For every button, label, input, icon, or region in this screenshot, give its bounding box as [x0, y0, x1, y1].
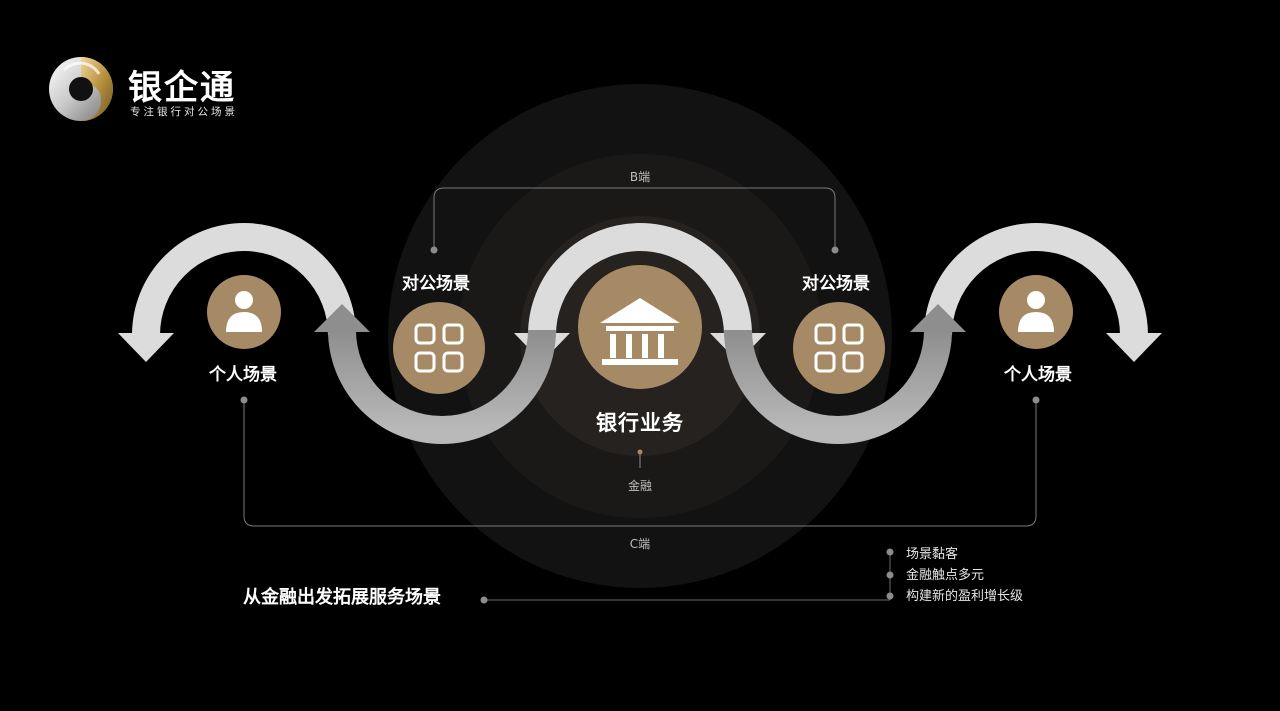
- benefit-item: 金融触点多元: [906, 568, 985, 583]
- footer-headline: 从金融出发拓展服务场景: [243, 587, 441, 608]
- upper-arrow-left: [118, 223, 356, 362]
- footer-connector: [480, 548, 894, 604]
- brand-block: 银企通 专注银行对公场景: [48, 54, 308, 124]
- c-end-connector: [240, 396, 1040, 527]
- c-end-label: C端: [629, 537, 651, 551]
- benefit-item: 构建新的盈利增长级: [906, 589, 1024, 604]
- finance-connector: [637, 449, 643, 468]
- benefit-list: 场景黏客 金融触点多元 构建新的盈利增长级: [906, 544, 1023, 607]
- bank-business-label: 银行业务: [596, 411, 684, 435]
- brand-tagline: 专注银行对公场景: [130, 106, 238, 118]
- ring-logo-icon: [49, 57, 113, 122]
- corporate-label-right: 对公场景: [802, 274, 870, 294]
- personal-label-left: 个人场景: [209, 365, 277, 385]
- person-icon: [226, 291, 262, 332]
- upper-arrow-right: [924, 223, 1162, 362]
- personal-node-left: [207, 275, 281, 349]
- app-grid-icon: [814, 323, 864, 373]
- corporate-node-right: [793, 302, 885, 394]
- personal-label-right: 个人场景: [1004, 365, 1072, 385]
- brand-name: 银企通: [128, 68, 236, 108]
- finance-label: 金融: [627, 479, 653, 493]
- bank-building-icon: [600, 298, 680, 365]
- b-end-label: B端: [629, 170, 651, 184]
- corporate-label-left: 对公场景: [402, 274, 470, 294]
- lower-arrow-right: [724, 304, 966, 444]
- app-grid-icon: [414, 323, 464, 373]
- person-icon: [1018, 291, 1054, 332]
- benefit-item: 场景黏客: [906, 547, 959, 562]
- lower-arrow-left: [314, 304, 556, 444]
- b-end-connector: [430, 187, 839, 254]
- bank-node: [578, 265, 702, 389]
- personal-node-right: [999, 275, 1073, 349]
- corporate-node-left: [393, 302, 485, 394]
